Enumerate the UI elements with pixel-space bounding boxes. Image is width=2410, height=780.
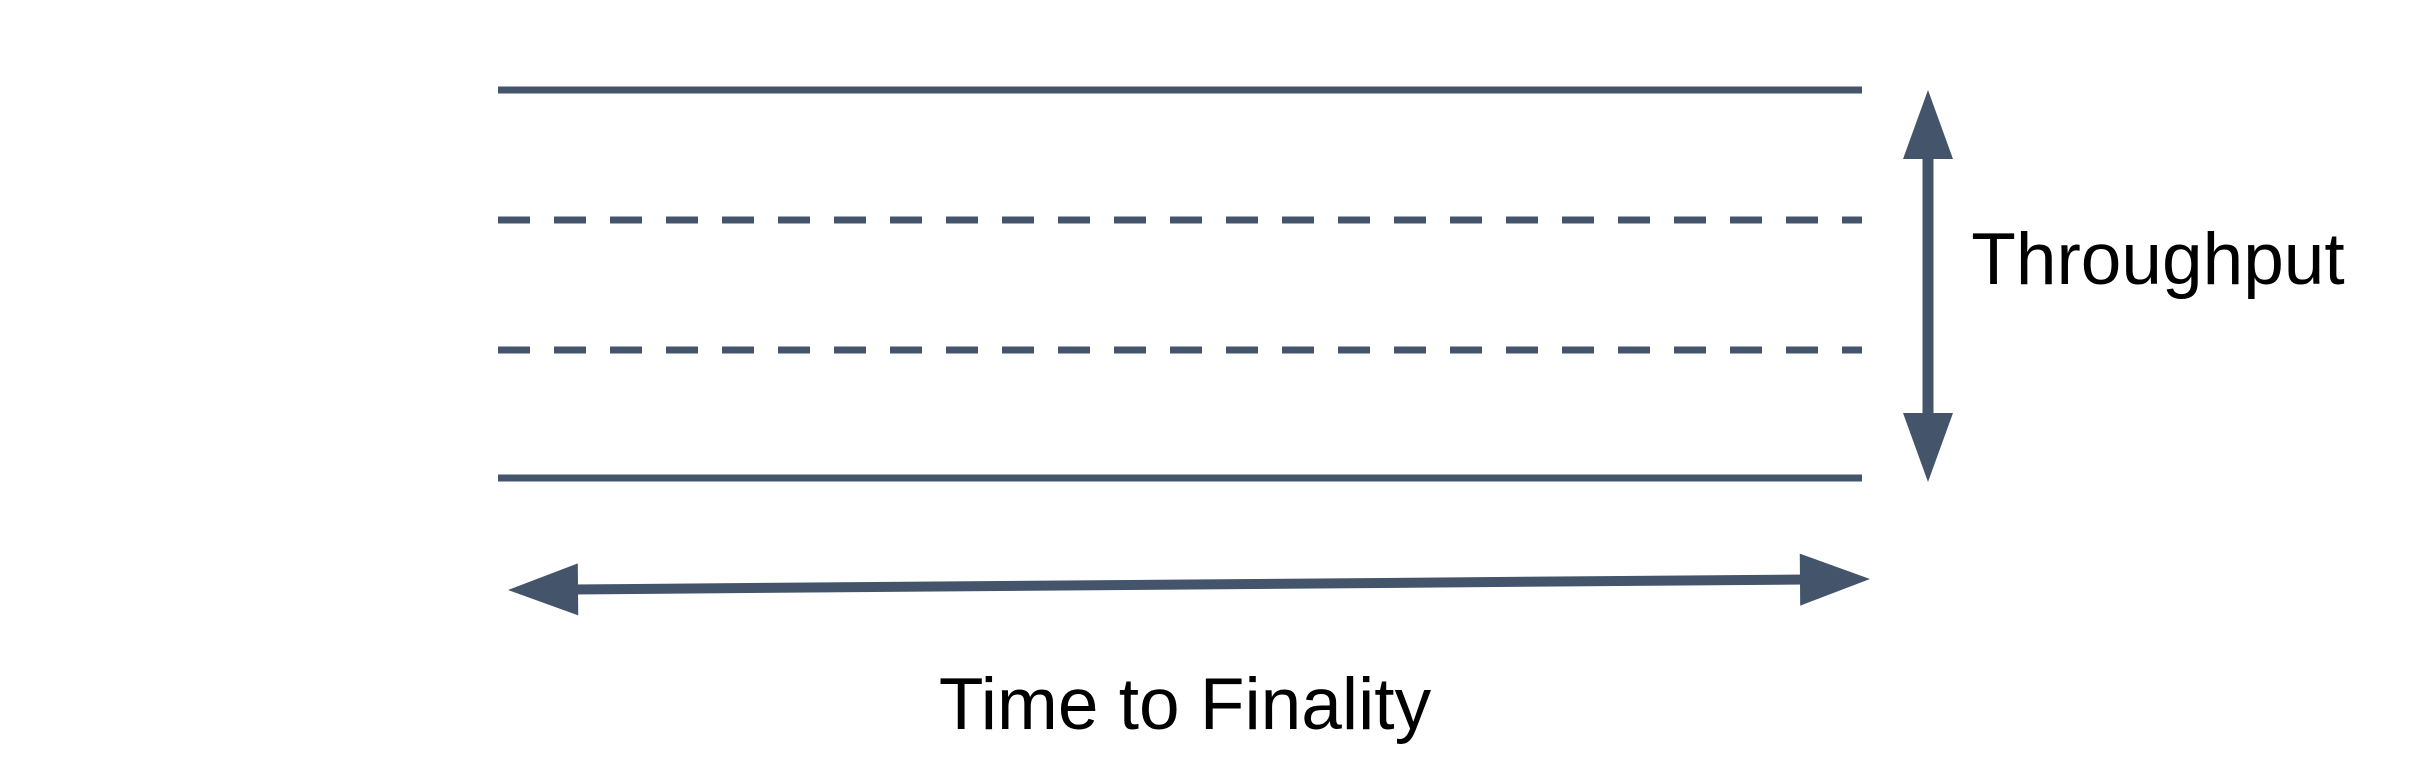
horizontal-arrow-head-left bbox=[508, 563, 579, 616]
vertical-double-arrow-icon bbox=[1903, 90, 1953, 482]
vertical-arrow-head-up bbox=[1903, 90, 1953, 159]
horizontal-arrow-shaft bbox=[571, 574, 1807, 595]
horizontal-double-arrow-icon bbox=[508, 553, 1870, 616]
horizontal-arrow-head-right bbox=[1799, 553, 1870, 606]
vertical-arrow-head-down bbox=[1903, 413, 1953, 482]
time-to-finality-label: Time to Finality bbox=[938, 664, 1432, 746]
throughput-label: Throughput bbox=[1971, 219, 2345, 301]
